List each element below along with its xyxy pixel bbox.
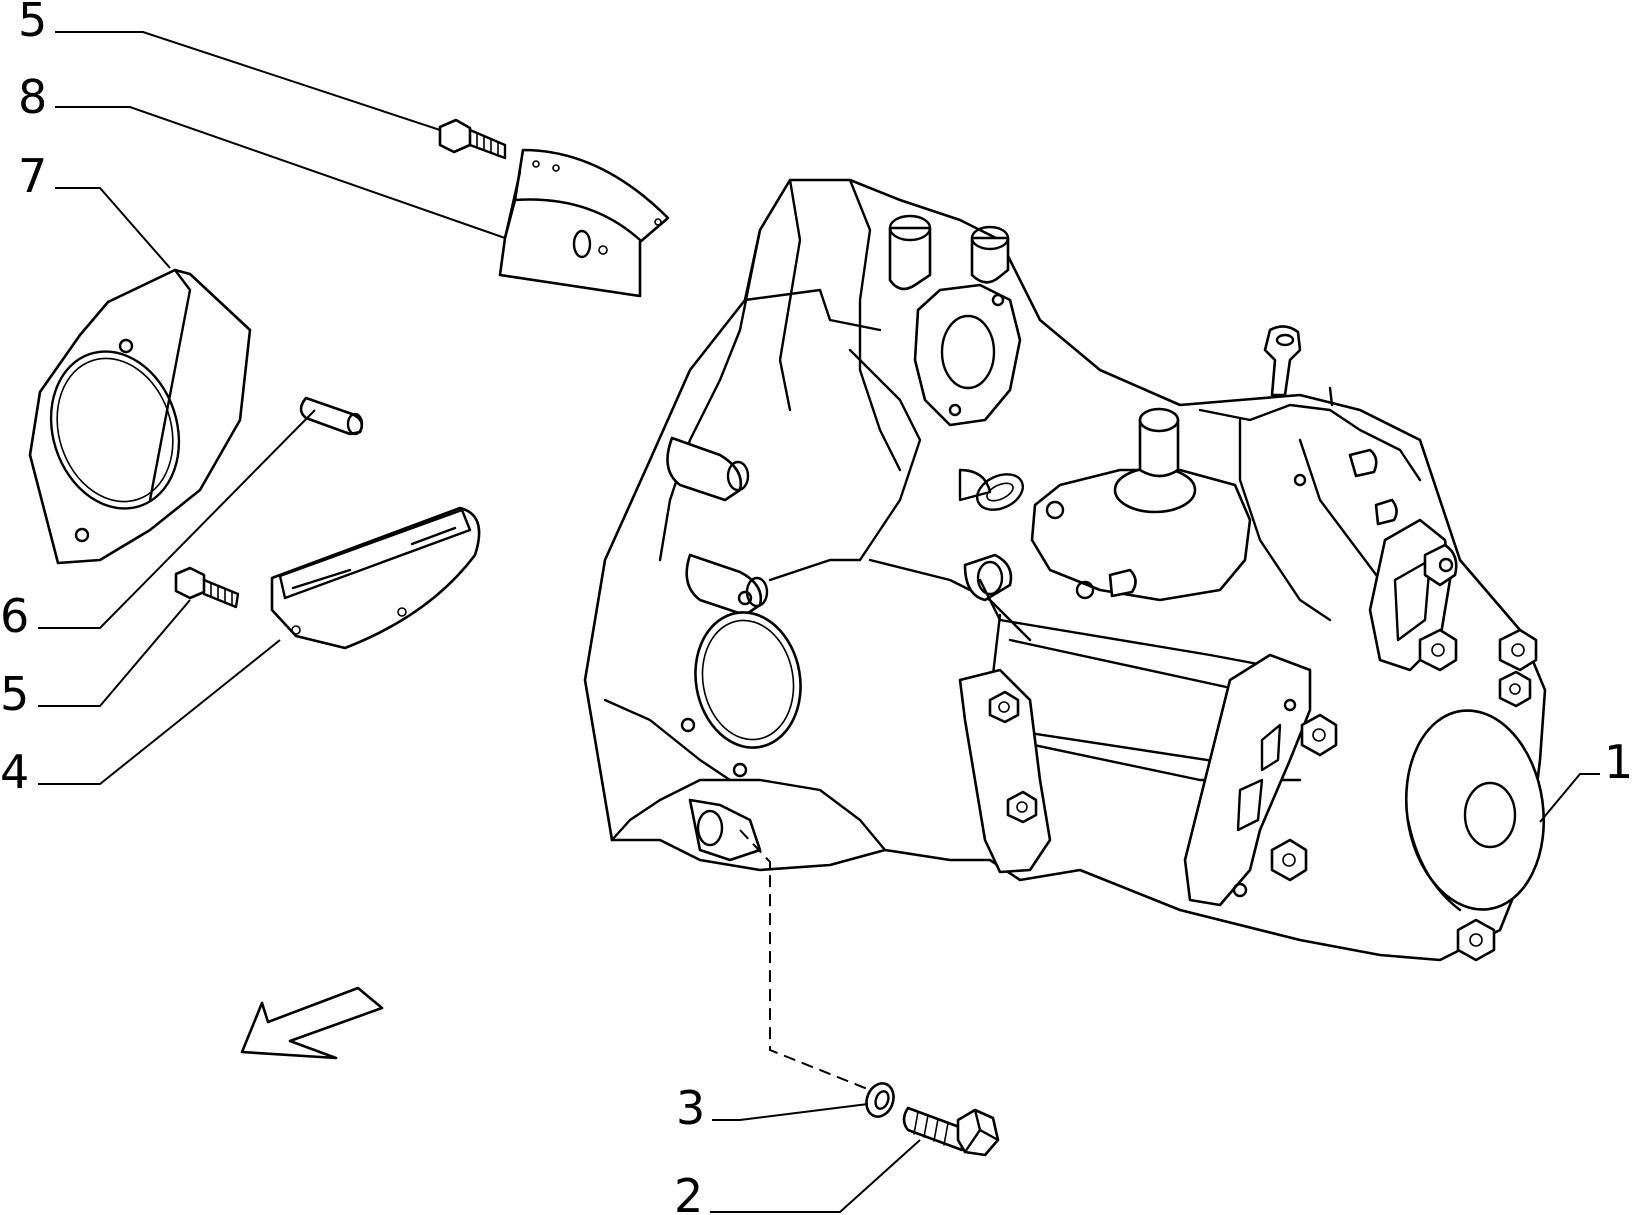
bolt-head-right-d: [1300, 713, 1338, 757]
part-6-plug: [299, 396, 364, 436]
bolt-head-left-a: [988, 690, 1020, 724]
callout-5-top: 5: [18, 0, 47, 47]
leader-5-top: [55, 31, 441, 131]
callout-7: 7: [18, 149, 47, 203]
callout-3: 3: [676, 1081, 705, 1135]
leader-4: [38, 639, 281, 785]
boss-left-upper: [666, 436, 750, 502]
bolt-head-right-a: [1418, 628, 1458, 672]
boss-right-top: [1423, 543, 1458, 587]
assembly-dashed-line: [739, 829, 871, 1091]
leader-lines: [38, 31, 1600, 1213]
part-2-hex-bolt: [902, 1106, 1000, 1157]
callout-1: 1: [1604, 735, 1633, 789]
bolt-head-right-b: [1498, 628, 1538, 672]
part-7-flange-cover: [28, 268, 252, 565]
bolt-head-left-b: [1006, 790, 1038, 824]
boss-left-middle: [685, 553, 769, 617]
callout-6: 6: [0, 589, 29, 643]
bolt-head-right-c: [1498, 670, 1532, 708]
callout-2: 2: [674, 1169, 703, 1215]
part-5-bolt-lower: [174, 566, 240, 609]
bolt-head-right-f: [1456, 918, 1496, 962]
callout-5-lower: 5: [0, 667, 29, 721]
part-1-gearbox-housing: [583, 178, 1547, 962]
part-8-bracket: [498, 148, 670, 298]
part-3-washer: [865, 1082, 895, 1118]
callout-8: 8: [18, 70, 47, 124]
leader-5-lower: [38, 599, 191, 707]
part-4-shield-plate: [270, 506, 481, 650]
callout-4: 4: [0, 745, 29, 799]
leader-3: [712, 1103, 869, 1121]
bolt-head-right-e: [1270, 838, 1308, 882]
leader-6: [38, 409, 316, 629]
part-5-bolt-top: [438, 118, 507, 160]
leader-1: [1539, 773, 1600, 823]
direction-arrow-icon: [240, 986, 384, 1060]
leader-8: [55, 106, 506, 239]
leader-2: [710, 1139, 921, 1213]
leader-7: [55, 187, 171, 269]
